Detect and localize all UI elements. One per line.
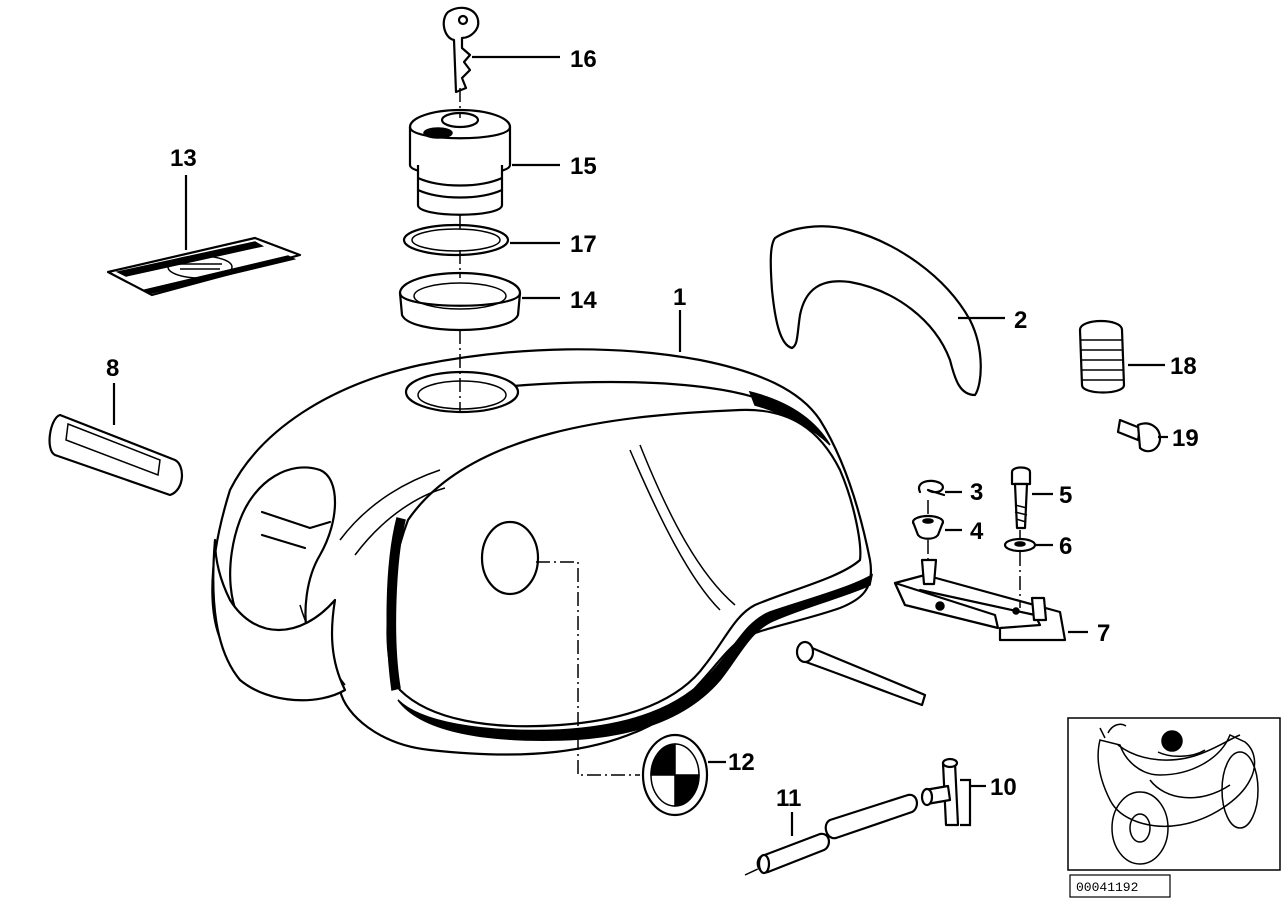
callout-5: 5 [1059, 482, 1072, 509]
trim-element[interactable] [48, 413, 183, 497]
callout-18: 18 [1170, 353, 1197, 380]
callout-14: 14 [570, 287, 597, 314]
label-sticker[interactable] [106, 236, 302, 297]
hose[interactable] [795, 640, 927, 707]
hose-segments[interactable] [756, 793, 918, 875]
callout-13: 13 [170, 145, 197, 172]
callout-4: 4 [970, 518, 984, 545]
clip[interactable] [917, 479, 946, 497]
callout-8: 8 [106, 355, 119, 382]
fuel-tank[interactable] [211, 348, 874, 756]
callout-7: 7 [1097, 620, 1110, 647]
screw[interactable] [1010, 466, 1032, 530]
center-line [536, 561, 640, 776]
callout-3: 3 [970, 479, 983, 506]
reference-number: 00041192 [1076, 880, 1138, 895]
reference-number-box [1069, 874, 1171, 898]
callout-11: 11 [776, 785, 801, 812]
t-piece[interactable] [920, 757, 960, 827]
callout-15: 15 [570, 153, 597, 180]
callout-12: 12 [728, 749, 755, 776]
center-line [744, 867, 761, 876]
knee-pad[interactable] [769, 225, 982, 397]
rubber-mount[interactable] [911, 514, 945, 540]
rubber-buffer[interactable] [1078, 320, 1126, 394]
callout-2: 2 [1014, 307, 1027, 334]
callout-19: 19 [1172, 425, 1199, 452]
leader-line [960, 778, 972, 827]
washer[interactable] [1003, 537, 1037, 553]
callout-17: 17 [570, 231, 597, 258]
bracket[interactable] [893, 558, 1067, 642]
key[interactable] [442, 6, 480, 94]
callout-6: 6 [1059, 533, 1072, 560]
location-inset [1067, 717, 1281, 871]
plug[interactable] [1116, 418, 1162, 453]
callout-10: 10 [990, 774, 1017, 801]
callout-1: 1 [673, 284, 686, 311]
filler-ring[interactable] [398, 271, 522, 332]
emblem-badge[interactable] [641, 733, 709, 817]
filler-cap[interactable] [408, 108, 512, 216]
gasket-ring[interactable] [402, 223, 510, 257]
callout-16: 16 [570, 46, 597, 73]
